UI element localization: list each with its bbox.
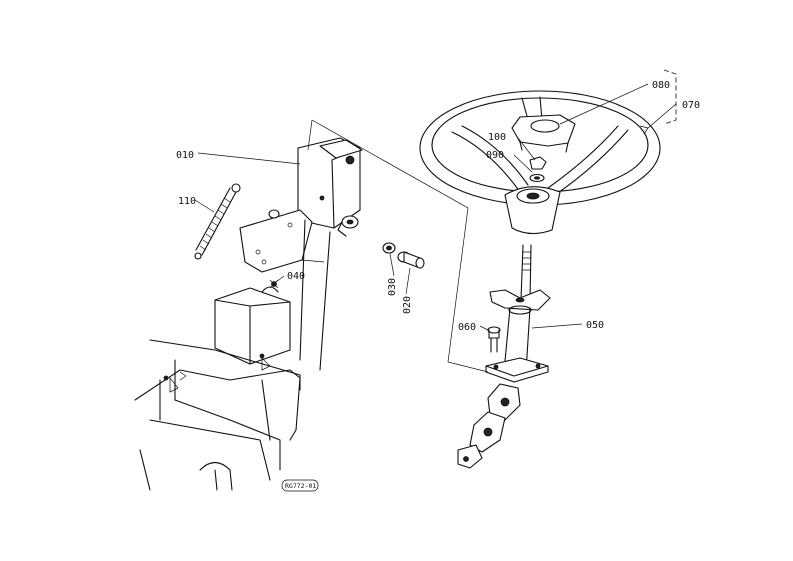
steering-column bbox=[457, 244, 551, 469]
washer-030 bbox=[382, 242, 396, 254]
pedal-bracket bbox=[239, 137, 363, 273]
label-010: 010 bbox=[176, 150, 194, 161]
label-040: 040 bbox=[287, 271, 305, 282]
assembly-outline bbox=[311, 119, 489, 373]
return-spring bbox=[194, 183, 241, 260]
pin-020 bbox=[397, 251, 425, 269]
leader-lines bbox=[194, 83, 677, 331]
frame-body bbox=[134, 219, 331, 491]
label-030: 030 bbox=[387, 278, 398, 296]
label-050: 050 bbox=[586, 320, 604, 331]
label-070: 070 bbox=[682, 100, 700, 111]
bracket-070 bbox=[663, 69, 677, 125]
label-110: 110 bbox=[178, 196, 196, 207]
label-020: 020 bbox=[402, 296, 413, 314]
steering-wheel bbox=[419, 90, 661, 235]
assembly-outline-top bbox=[307, 119, 313, 151]
bolt-060 bbox=[487, 326, 501, 353]
horn-cap bbox=[511, 114, 576, 153]
label-100: 100 bbox=[488, 132, 506, 143]
label-090: 090 bbox=[486, 150, 504, 161]
nut-washer bbox=[529, 156, 547, 183]
drawing-code: RG772-01 bbox=[285, 482, 316, 490]
label-060: 060 bbox=[458, 322, 476, 333]
label-080: 080 bbox=[652, 80, 670, 91]
drawing-code-frame bbox=[281, 479, 319, 492]
